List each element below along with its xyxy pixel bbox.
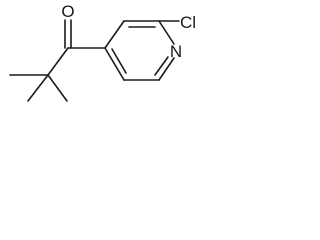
ring-bond-c5-c4-outer	[104, 47, 125, 81]
ring-bond-n-c6-outer	[158, 57, 175, 81]
bonds	[9, 19, 180, 102]
atom-labels: O Cl N	[61, 2, 196, 61]
nitrogen-atom-label: N	[170, 42, 182, 61]
ring-bond-c2-n	[158, 20, 175, 45]
ring-bond-c4-c3	[104, 20, 125, 49]
ring-bond-c5-c4-inner	[111, 48, 127, 74]
oxygen-atom-label: O	[61, 2, 74, 21]
bond-quaternary-methyl-down-left	[27, 74, 49, 102]
bond-carbonyl-quaternary	[47, 47, 69, 76]
ring-bond-n-c6-inner	[154, 56, 169, 76]
bond-quaternary-methyl-down-right	[47, 74, 68, 102]
chemical-structure-diagram: O Cl N	[9, 2, 196, 102]
chlorine-atom-label: Cl	[180, 13, 196, 32]
